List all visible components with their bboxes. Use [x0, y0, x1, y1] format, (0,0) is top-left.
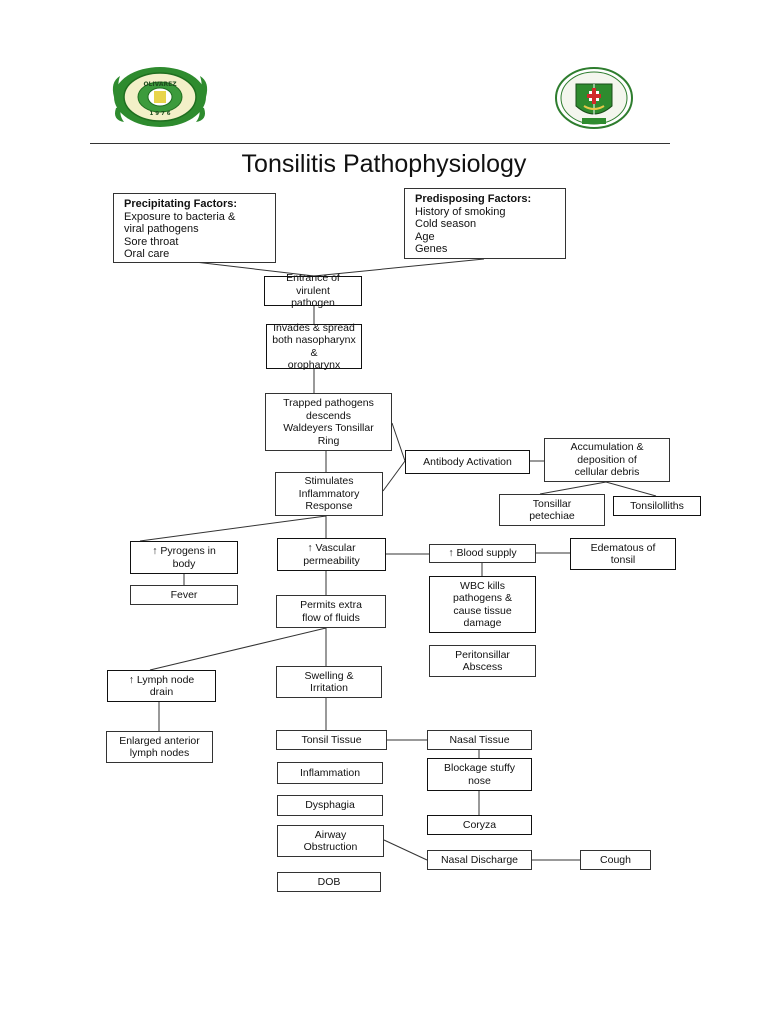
- connector-predisposing-entrance: [313, 258, 485, 277]
- precipitating-item: Oral care: [124, 248, 170, 260]
- node-trapped-pathogens: Trapped pathogens descends Waldeyers Ton…: [265, 393, 392, 451]
- node-cough: Cough: [580, 850, 651, 870]
- node-tonsil-tissue: Tonsil Tissue: [276, 730, 387, 750]
- connector-trapped-antibody: [391, 422, 406, 462]
- predisposing-item: Cold season: [415, 218, 477, 230]
- node-antibody-activation: Antibody Activation: [405, 450, 530, 474]
- svg-text:1 9 7 6: 1 9 7 6: [149, 111, 170, 117]
- node-accumulation-of-debris: Accumulation & deposition of cellular de…: [544, 438, 670, 482]
- connector-stimulates-antibody: [382, 460, 406, 492]
- node-dob: DOB: [277, 872, 381, 892]
- predisposing-factors-box: Predisposing Factors: History of smoking…: [404, 188, 566, 259]
- node-dysphagia: Dysphagia: [277, 795, 383, 816]
- connector-precipitating-entrance: [194, 261, 315, 277]
- node-blockage-stuffy-nose: Blockage stuffy nose: [427, 758, 532, 791]
- page-title: Tonsilitis Pathophysiology: [241, 150, 527, 178]
- node-peritonsillar-abscess: Peritonsillar Abscess: [429, 645, 536, 677]
- svg-text:OLIVAREZ: OLIVAREZ: [143, 81, 177, 88]
- predisposing-heading: Predisposing Factors:: [415, 193, 532, 205]
- connector-airway-nasaldischarge: [383, 839, 428, 861]
- node-fever: Fever: [130, 585, 238, 605]
- node-swelling-and-irritation: Swelling & Irritation: [276, 666, 382, 698]
- node-blood-supply: ↑ Blood supply: [429, 544, 536, 563]
- node-tonsilloliths: Tonsilolliths: [613, 496, 701, 516]
- connector-permits-lymphdrain: [149, 627, 327, 671]
- precipitating-factors-box: Precipitating Factors: Exposure to bacte…: [113, 193, 276, 263]
- node-vascular-permeability: ↑ Vascular permeability: [277, 538, 386, 571]
- connector-accumulation-tonsilloliths: [605, 481, 657, 497]
- node-edematous-of-tonsil: Edematous of tonsil: [570, 538, 676, 570]
- header-divider: [90, 143, 670, 144]
- olivarez-college-logo: OLIVAREZ 1 9 7 6: [110, 62, 210, 132]
- node-wbc-kills-pathogens: WBC kills pathogens & cause tissue damag…: [429, 576, 536, 633]
- college-of-nursing-logo: [554, 66, 634, 130]
- node-nasal-discharge: Nasal Discharge: [427, 850, 532, 870]
- predisposing-item: Age: [415, 230, 435, 243]
- node-stimulates-inflammatory-response: Stimulates Inflammatory Response: [275, 472, 383, 516]
- connector-stimulates-pyrogens: [139, 515, 327, 542]
- node-lymph-node-drain: ↑ Lymph node drain: [107, 670, 216, 702]
- precipitating-item: Sore throat: [124, 235, 179, 248]
- predisposing-item: Genes: [415, 243, 448, 255]
- node-coryza: Coryza: [427, 815, 532, 835]
- precipitating-heading: Precipitating Factors:: [124, 198, 238, 210]
- node-enlarged-anterior-lymph-nodes: Enlarged anterior lymph nodes: [106, 731, 213, 763]
- node-airway-obstruction: Airway Obstruction: [277, 825, 384, 857]
- node-invades-and-spread: Invades & spread both nasopharynx & orop…: [266, 322, 362, 371]
- precipitating-item: Exposure to bacteria &: [124, 210, 236, 223]
- predisposing-item: History of smoking: [415, 205, 506, 218]
- node-tonsillar-petechiae: Tonsillar petechiae: [499, 494, 605, 526]
- precipitating-item: viral pathogens: [124, 223, 199, 235]
- node-permits-extra-flow: Permits extra flow of fluids: [276, 595, 386, 628]
- connector-accumulation-petechiae: [539, 481, 607, 495]
- node-nasal-tissue: Nasal Tissue: [427, 730, 532, 750]
- node-pyrogens: ↑ Pyrogens in body: [130, 541, 238, 574]
- node-entrance-of-virulent-pathogen: Entrance of virulent pathogen: [264, 272, 362, 309]
- node-inflammation: Inflammation: [277, 762, 383, 784]
